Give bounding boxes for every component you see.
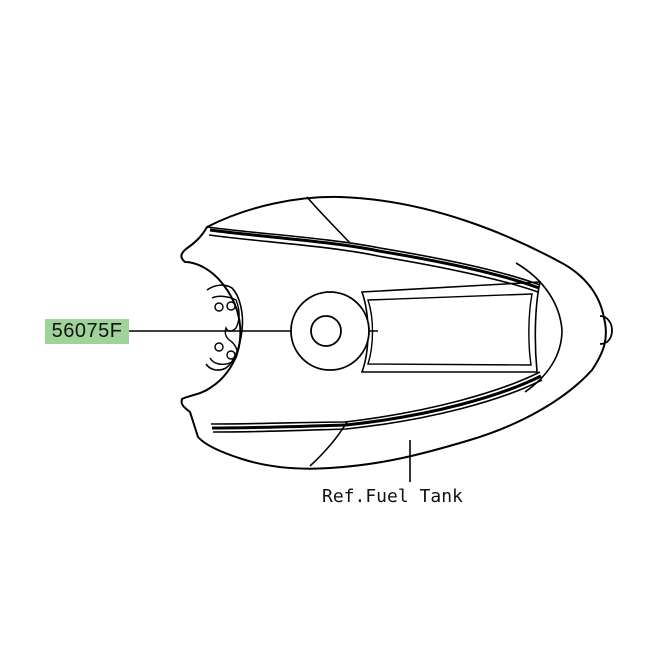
upper-side-stripe	[206, 226, 541, 286]
lower-side-stripe	[210, 371, 541, 425]
mount-hole	[214, 342, 224, 352]
fuel-cap-outer	[290, 291, 370, 371]
rear-taper-line	[515, 262, 563, 393]
part-number-label[interactable]: 56075F	[51, 320, 123, 342]
lower-side-stripe-fill	[211, 374, 542, 430]
center-decal-inner	[367, 293, 533, 366]
mount-hole	[226, 350, 236, 360]
upper-side-stripe	[208, 234, 539, 293]
fuel-cap-inner	[310, 315, 342, 347]
rear-mount-tab	[599, 315, 613, 345]
lower-side-stripe	[212, 379, 543, 433]
center-decal-outer	[360, 281, 542, 373]
upper-panel-edge	[306, 196, 351, 244]
lower-panel-edge	[309, 421, 348, 467]
mount-bracket	[209, 295, 240, 366]
front-cutout	[205, 284, 244, 371]
part-label-highlight	[45, 319, 129, 344]
mount-hole	[226, 301, 236, 311]
upper-side-stripe-fill	[209, 228, 540, 290]
reference-label: Ref.Fuel Tank	[322, 486, 463, 507]
mount-hole	[214, 302, 224, 312]
tank-outline	[180, 195, 607, 470]
